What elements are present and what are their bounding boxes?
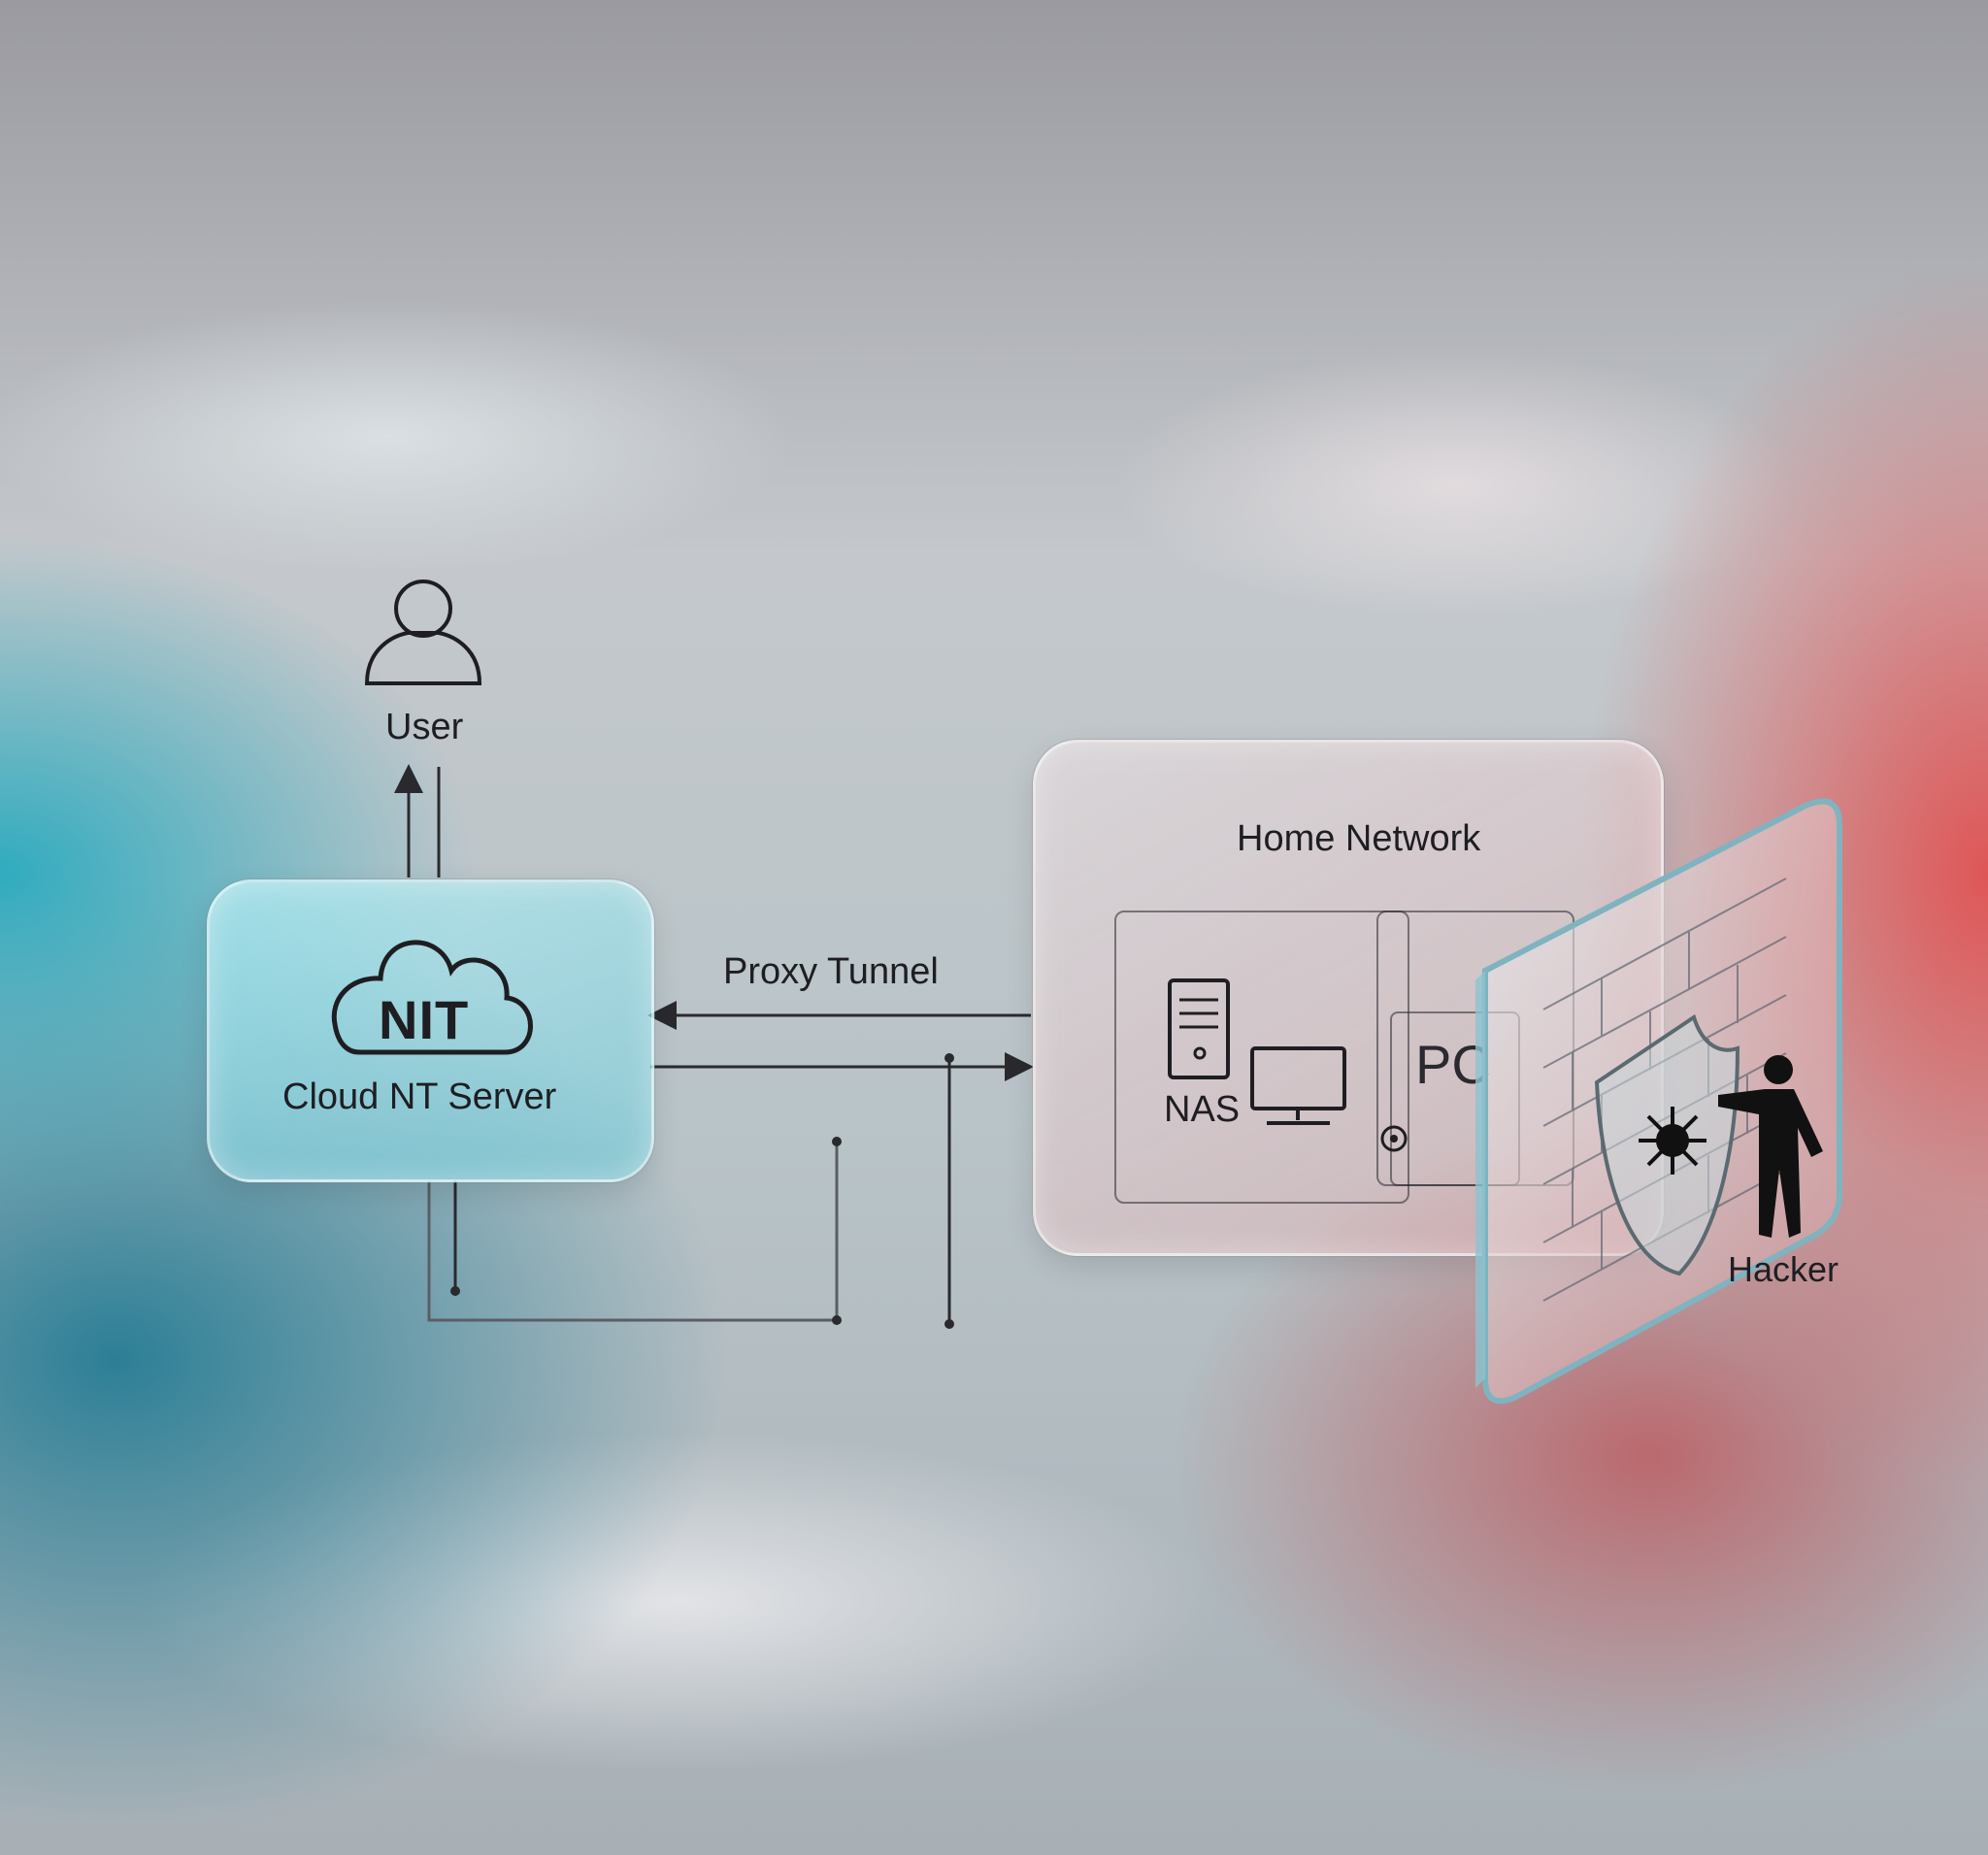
bottom-wire-loop [427, 1142, 839, 1322]
home-network-title: Home Network [1237, 818, 1481, 859]
cloud-server-label: Cloud NT Server [282, 1077, 557, 1117]
nas-label: NAS [1164, 1089, 1241, 1130]
nas-subnet-box [1114, 911, 1409, 1204]
hacker-label: Hacker [1728, 1249, 1839, 1289]
cloud-server-node[interactable] [207, 879, 654, 1182]
proxy-tunnel-label: Proxy Tunnel [723, 951, 939, 992]
cloud-logo-text: NIT [379, 989, 470, 1050]
user-label: User [385, 707, 464, 747]
